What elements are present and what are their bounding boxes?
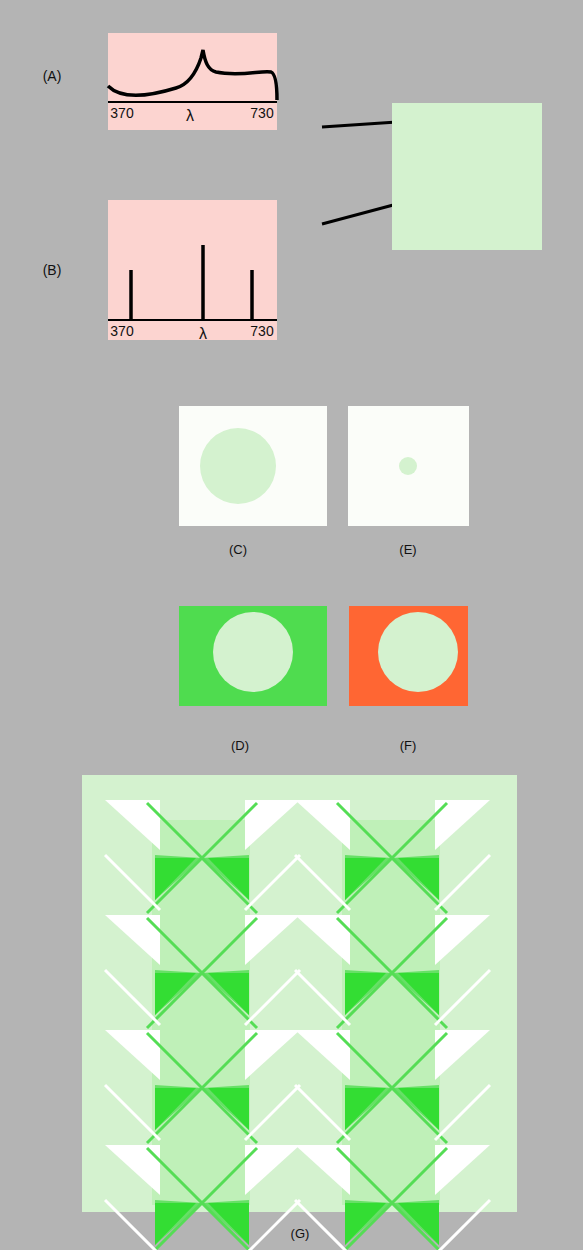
panel-label: (E) (399, 543, 416, 556)
panel-label: λ (199, 326, 207, 342)
pattern-triangle (345, 1088, 386, 1130)
pattern-line (435, 970, 490, 1025)
pattern-triangle (202, 1085, 249, 1130)
panel-label: 730 (250, 106, 273, 120)
pattern-band (152, 820, 250, 1205)
panel-label: 370 (110, 324, 133, 338)
spectral-line (129, 270, 133, 320)
pattern-line (295, 855, 350, 910)
pattern-triangle (392, 1200, 439, 1245)
pattern-triangle (202, 855, 249, 900)
pattern-line (337, 1148, 447, 1250)
axis-line (108, 101, 277, 103)
test-disk (378, 612, 458, 692)
pattern-line (147, 1148, 257, 1250)
pattern-line (435, 1085, 490, 1140)
pattern-line (337, 1148, 447, 1250)
pattern-triangle (392, 1085, 439, 1130)
white-surround (348, 406, 469, 526)
pattern-line (245, 1200, 300, 1250)
panel-label: (G) (291, 1227, 310, 1240)
pattern-triangle (345, 973, 386, 1015)
pattern-triangle (155, 858, 196, 900)
pattern-line (147, 1148, 257, 1250)
spectral-line (250, 270, 254, 320)
test-disk (399, 457, 417, 475)
panel-label: λ (186, 108, 194, 124)
pattern-triangle (155, 1203, 196, 1245)
pattern-line (105, 1200, 160, 1250)
pattern-line (337, 1033, 447, 1143)
pattern-triangle (345, 1085, 392, 1130)
pattern-triangle (398, 1203, 439, 1245)
pattern-line (295, 1200, 350, 1250)
panel-label: (C) (229, 543, 247, 556)
pattern-triangle (392, 970, 439, 1015)
pattern-line (245, 1085, 300, 1140)
pattern-line (147, 1033, 257, 1143)
pattern-triangle (208, 858, 249, 900)
pattern-line (337, 918, 447, 1028)
pattern-triangle (345, 970, 392, 1015)
pattern-line (147, 918, 257, 1028)
orange-surround (349, 606, 468, 706)
panel-label: (F) (400, 739, 417, 752)
plot-ground (108, 200, 277, 340)
pattern-line (337, 1033, 447, 1143)
pattern-band (342, 820, 440, 1205)
pattern-line (105, 855, 160, 910)
pattern-triangle (155, 1088, 196, 1130)
pattern-triangle (202, 1200, 249, 1245)
pattern-triangle (208, 1203, 249, 1245)
spectrum-curve (108, 50, 277, 100)
pattern-line (337, 803, 447, 913)
pattern-triangle (398, 1088, 439, 1130)
pattern-ground (82, 775, 517, 1212)
pattern-line (295, 1085, 350, 1140)
green-surround (179, 606, 327, 706)
pattern-triangle (208, 973, 249, 1015)
pattern-triangle (345, 1200, 392, 1245)
pattern-triangle (392, 855, 439, 900)
pattern-line (435, 1200, 490, 1250)
pattern-line (147, 1033, 257, 1143)
pattern-line (245, 970, 300, 1025)
pattern-triangle (208, 1088, 249, 1130)
pattern-line (337, 803, 447, 913)
test-disk (200, 428, 276, 504)
pattern-triangle (155, 973, 196, 1015)
pattern-line (105, 970, 160, 1025)
test-disk (213, 612, 293, 692)
pattern-triangle (398, 858, 439, 900)
panel-label: (B) (43, 263, 62, 277)
pattern-triangle (345, 855, 392, 900)
pattern-triangle (202, 970, 249, 1015)
assimilation-pattern (105, 800, 490, 1250)
pattern-triangle (155, 855, 202, 900)
pattern-line (295, 970, 350, 1025)
pattern-triangle (398, 973, 439, 1015)
pattern-line (147, 803, 257, 913)
pattern-triangle (155, 1200, 202, 1245)
pattern-line (245, 855, 300, 910)
panel-label: (D) (231, 739, 249, 752)
pattern-line (337, 918, 447, 1028)
pattern-triangle (155, 970, 202, 1015)
pattern-triangle (345, 1203, 386, 1245)
color-patch (392, 103, 542, 250)
pattern-line (147, 803, 257, 913)
pattern-line (435, 855, 490, 910)
panel-label: (A) (43, 69, 62, 83)
pattern-line (147, 918, 257, 1028)
panel-label: 370 (110, 106, 133, 120)
panel-label: 730 (250, 324, 273, 338)
pattern-triangle (345, 858, 386, 900)
white-surround (179, 406, 327, 526)
spectral-line (201, 245, 205, 320)
pattern-triangle (155, 1085, 202, 1130)
plot-ground (108, 33, 277, 130)
pattern-line (105, 1085, 160, 1140)
